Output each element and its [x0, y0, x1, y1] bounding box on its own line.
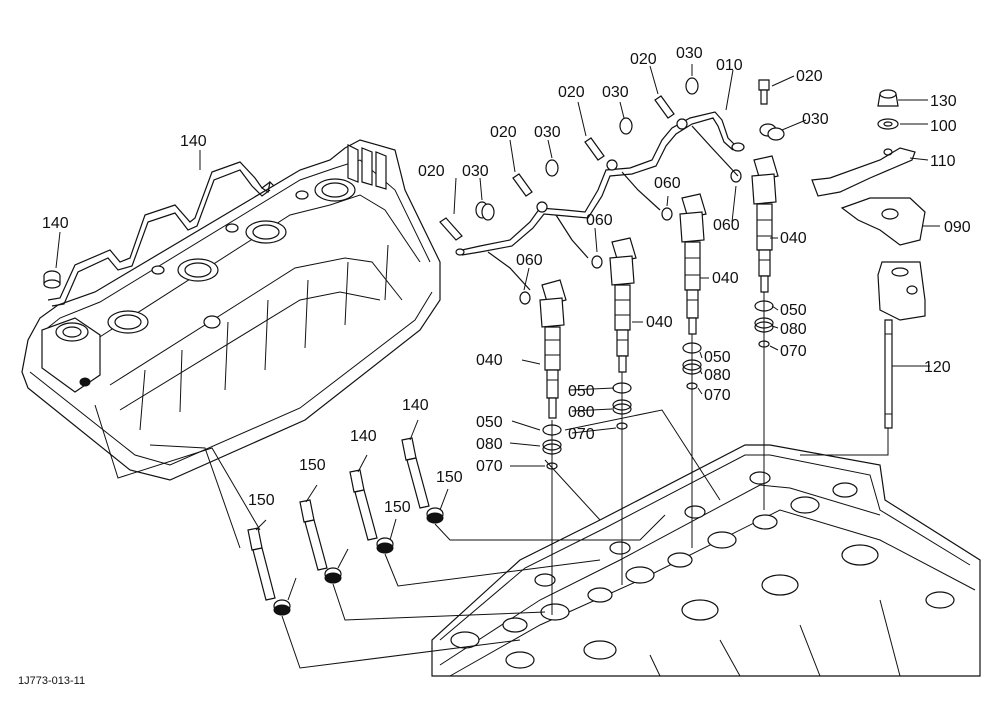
callout-020: 020 [418, 163, 445, 180]
callout-060: 060 [516, 252, 543, 269]
callout-030: 030 [802, 111, 829, 128]
callout-050: 050 [780, 302, 807, 319]
callout-130: 130 [930, 93, 957, 110]
callout-150: 150 [436, 469, 463, 486]
callout-100: 100 [930, 118, 957, 135]
callout-160: 140 [180, 133, 207, 150]
callout-070: 070 [780, 343, 807, 360]
injector-040-b [609, 237, 637, 373]
callout-050: 050 [704, 349, 731, 366]
callout-140: 150 [299, 457, 326, 474]
callout-050: 050 [476, 414, 503, 431]
callout-080: 080 [780, 321, 807, 338]
cylinder-head [431, 444, 981, 677]
callout-020: 020 [630, 51, 657, 68]
callout-040: 040 [476, 352, 503, 369]
callout-140: 150 [248, 492, 275, 509]
callout-140: 140 [350, 428, 377, 445]
glow-plugs-140 [247, 437, 430, 601]
diagram-reference-code: 1J773-013-11 [18, 675, 85, 687]
callout-050: 050 [568, 383, 595, 400]
injector-040-a [539, 279, 567, 419]
washers-030 [475, 77, 785, 221]
callout-060: 060 [713, 217, 740, 234]
injector-040-d [751, 155, 779, 293]
callout-020: 020 [796, 68, 823, 85]
callout-010: 010 [716, 57, 743, 74]
injector-clamp-assembly [811, 89, 926, 429]
callout-030: 030 [676, 45, 703, 62]
callout-labels: 140 140 020 030 020 030 020 030 020 030 … [18, 45, 971, 687]
callout-080: 080 [704, 367, 731, 384]
callout-060: 060 [654, 175, 681, 192]
callout-150: 150 [384, 499, 411, 516]
assembly-lines [55, 64, 940, 669]
injection-pipe-010 [455, 111, 745, 291]
callout-070: 070 [568, 426, 595, 443]
cylinder-head-cover [21, 139, 441, 481]
callout-070: 070 [476, 458, 503, 475]
callout-020: 020 [558, 84, 585, 101]
callout-140: 140 [402, 397, 429, 414]
callout-080: 080 [476, 436, 503, 453]
glow-plug-nuts-150 [273, 507, 444, 616]
callout-040: 040 [646, 314, 673, 331]
callout-020: 020 [490, 124, 517, 141]
bracket-160 [47, 161, 271, 307]
callout-070: 070 [704, 387, 731, 404]
nut-170 [43, 270, 61, 289]
callout-080: 080 [568, 404, 595, 421]
callout-030: 030 [602, 84, 629, 101]
callout-120: 120 [924, 359, 951, 376]
injector-040-c [679, 193, 707, 335]
callout-030: 030 [534, 124, 561, 141]
callout-030: 030 [462, 163, 489, 180]
callout-040: 040 [712, 270, 739, 287]
callout-110: 110 [930, 153, 956, 170]
o-rings-060 [519, 169, 742, 305]
banjo-bolts-020 [439, 79, 770, 241]
callout-060: 060 [586, 212, 613, 229]
callout-090: 090 [944, 219, 971, 236]
callout-040: 040 [780, 230, 807, 247]
callout-170: 140 [42, 215, 69, 232]
